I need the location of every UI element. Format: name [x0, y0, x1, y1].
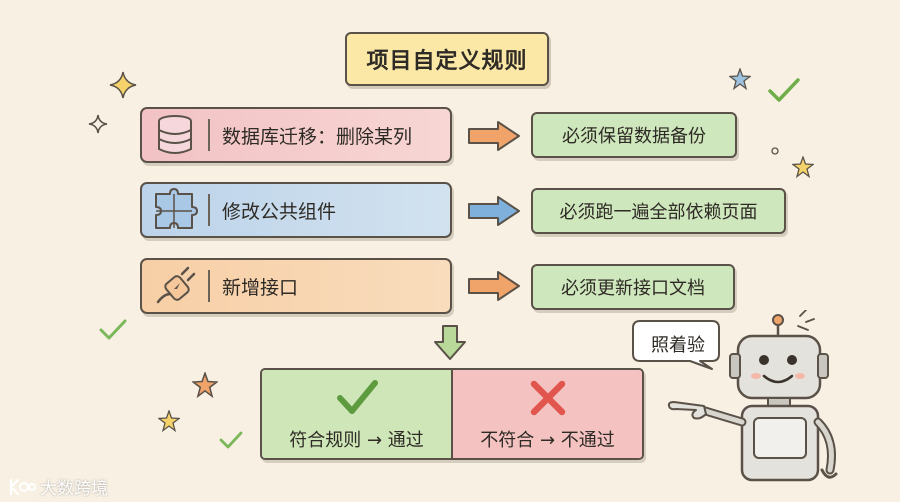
star-icon	[792, 156, 814, 178]
outcome-fail-label: 不符合 → 不通过	[480, 430, 615, 451]
outcome-panel: 符合规则 → 通过 不符合 → 不通过	[260, 368, 644, 460]
brand-logo-icon	[9, 478, 36, 495]
speech-bubble	[632, 320, 720, 370]
check-icon	[99, 319, 127, 340]
rule-condition-shared-component: 修改公共组件	[140, 182, 452, 238]
outcome-pass: 符合规则 → 通过	[262, 370, 453, 458]
check-icon	[219, 431, 243, 449]
icon-divider	[208, 270, 210, 302]
diagram-title: 项目自定义规则	[345, 32, 549, 86]
puzzle-icon	[155, 188, 198, 229]
robot-illustration	[667, 310, 838, 482]
arrow-right-icon	[468, 271, 520, 301]
outcome-fail: 不符合 → 不通过	[453, 370, 642, 458]
arrow-right-icon	[468, 121, 520, 151]
star-icon	[729, 68, 751, 90]
arrow-down-icon	[434, 325, 466, 360]
rule-condition-label: 新增接口	[222, 276, 299, 299]
icon-divider	[208, 194, 210, 226]
check-icon	[336, 380, 378, 414]
rule-condition-label: 数据库迁移：删除某列	[222, 125, 413, 148]
watermark: 大数跨境	[8, 474, 108, 499]
arrow-right-icon	[468, 196, 520, 226]
outcome-pass-label: 符合规则 → 通过	[289, 430, 424, 451]
star-icon	[158, 410, 180, 432]
rule-condition-database-migration: 数据库迁移：删除某列	[140, 107, 452, 163]
check-icon	[768, 78, 800, 102]
rule-requirement-update-docs: 必须更新接口文档	[531, 264, 735, 310]
rule-condition-label: 修改公共组件	[222, 200, 337, 223]
robot-speech: 照着验	[651, 335, 705, 356]
watermark-text: 大数跨境	[40, 479, 108, 499]
dot-icon	[771, 147, 779, 155]
rule-requirement-backup: 必须保留数据备份	[531, 112, 737, 158]
plug-icon	[156, 266, 196, 304]
icon-divider	[208, 119, 210, 151]
sparkle-icon	[88, 114, 108, 134]
star-icon	[192, 372, 218, 398]
cross-icon	[530, 380, 565, 416]
rule-condition-new-api: 新增接口	[140, 258, 452, 314]
sparkle-icon	[109, 71, 137, 99]
database-icon	[158, 115, 192, 154]
rule-requirement-regression-test: 必须跑一遍全部依赖页面	[531, 188, 786, 234]
